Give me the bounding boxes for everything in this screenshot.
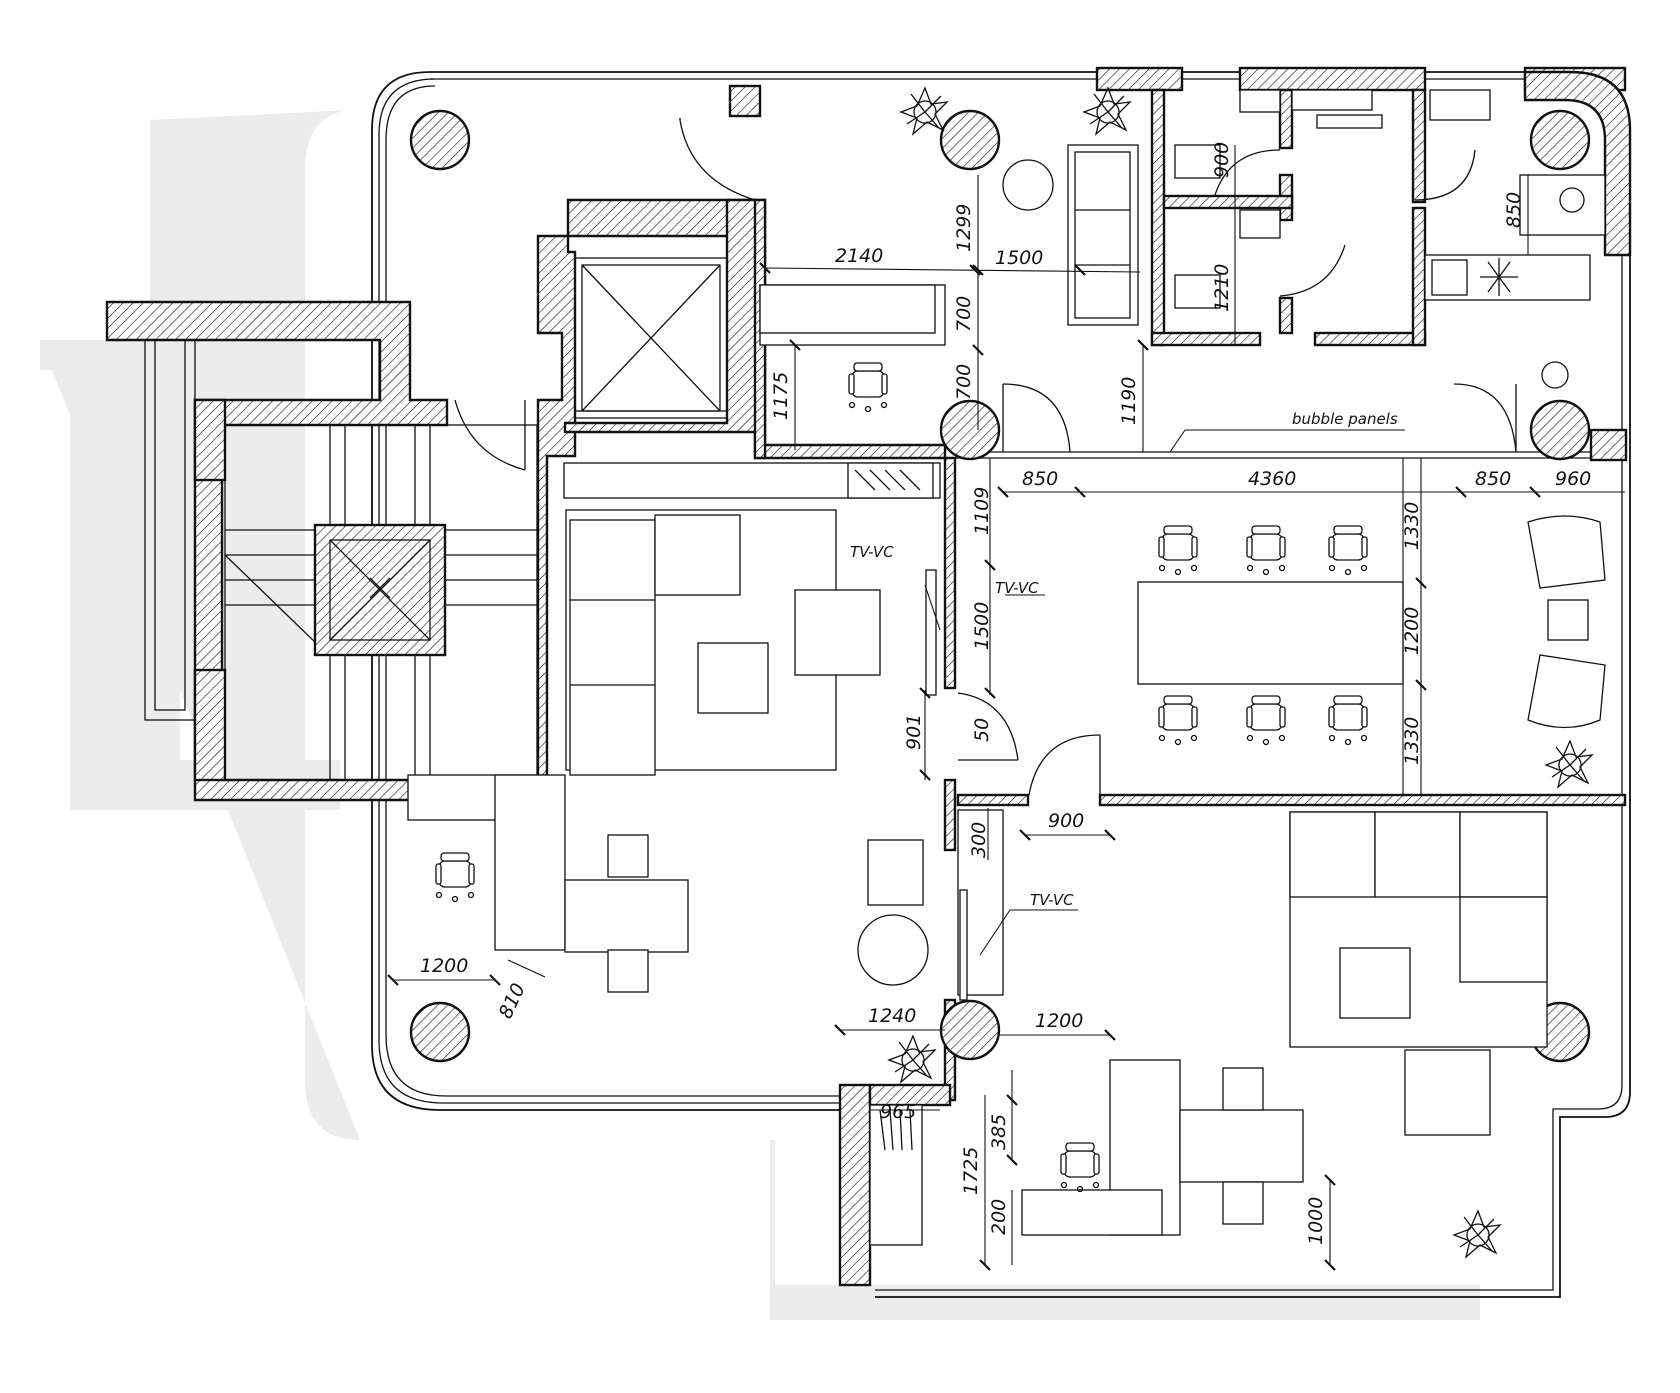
- dim-1200-b: 1200: [1035, 1010, 1083, 1032]
- dim-810: 810: [495, 980, 530, 1022]
- dim-1200-v: 1200: [1401, 607, 1423, 655]
- dim-200: 200: [988, 1199, 1010, 1235]
- dim-1109: 1109: [971, 487, 993, 535]
- dim-2140: 2140: [835, 245, 883, 267]
- dim-1500: 1500: [995, 247, 1043, 269]
- stair-core: [105, 198, 757, 802]
- dim-50: 50: [971, 718, 993, 742]
- dimension-lines: [387, 145, 1625, 1271]
- dim-700-b: 700: [953, 364, 975, 400]
- dim-960: 960: [1555, 468, 1591, 490]
- dim-900: 900: [1211, 142, 1233, 178]
- dim-1175: 1175: [770, 372, 792, 420]
- dim-965: 965: [880, 1101, 916, 1123]
- dim-850-a: 850: [1503, 192, 1525, 228]
- interior-walls: [728, 66, 1632, 1287]
- tv-vc-label-2: TV-VC: [995, 579, 1039, 597]
- dim-901: 901: [903, 714, 925, 750]
- dim-1000: 1000: [1305, 1197, 1327, 1245]
- stair-treads: [224, 425, 537, 780]
- bubble-panels-label: bubble panels: [1292, 410, 1398, 428]
- dim-385: 385: [988, 1114, 1010, 1150]
- dim-300: 300: [968, 822, 990, 858]
- dim-1200-a: 1200: [420, 955, 468, 977]
- dim-1210: 1210: [1211, 264, 1233, 312]
- dimension-labels: 2140 1500 1299 900 850 1210 700 700 1175…: [420, 142, 1591, 1245]
- tv-vc-label-1: TV-VC: [850, 543, 894, 561]
- dim-1330-b: 1330: [1401, 717, 1423, 765]
- dim-850-c: 850: [1475, 468, 1511, 490]
- shadow-footprint: [40, 110, 1480, 1320]
- dim-1299: 1299: [953, 204, 975, 252]
- dim-1240: 1240: [868, 1005, 916, 1027]
- dim-1190: 1190: [1118, 377, 1140, 425]
- dim-700-a: 700: [953, 296, 975, 332]
- dim-1330-a: 1330: [1401, 502, 1423, 550]
- dim-4360: 4360: [1248, 468, 1296, 490]
- furniture: [407, 89, 1606, 1246]
- dim-850-b: 850: [1022, 468, 1058, 490]
- tv-vc-label-3: TV-VC: [1030, 891, 1074, 909]
- doors: [454, 118, 1517, 796]
- dim-1500-v: 1500: [971, 602, 993, 650]
- dim-900-b: 900: [1048, 810, 1084, 832]
- dim-1725: 1725: [960, 1147, 982, 1195]
